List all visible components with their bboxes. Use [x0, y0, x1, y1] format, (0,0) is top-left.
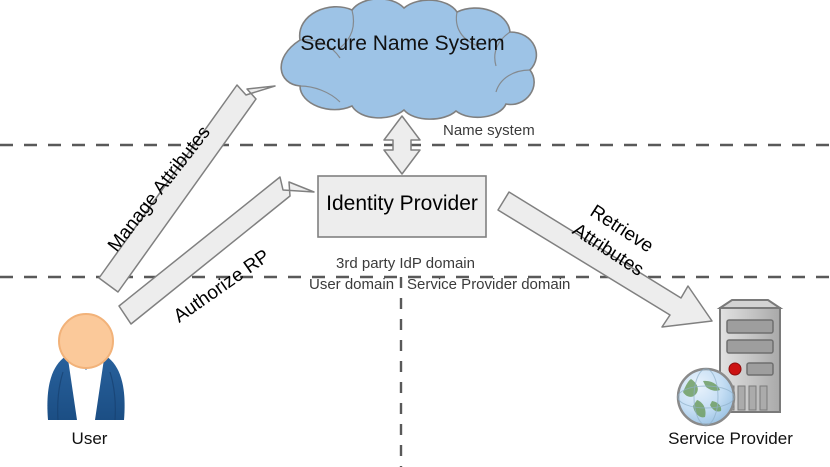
secure-name-system-cloud — [280, 0, 538, 120]
server-bay-2 — [726, 339, 774, 354]
double-arrow-shape — [383, 115, 421, 175]
service-provider-caption: Service Provider — [668, 429, 793, 448]
service-provider-server-icon — [676, 299, 784, 427]
service-provider-domain-label: Service Provider domain — [407, 276, 571, 293]
domain-divider-lines — [0, 143, 830, 467]
user-head-shape — [58, 313, 114, 369]
server-bay-1 — [726, 319, 774, 334]
server-top-shape — [716, 299, 784, 309]
idp-box-shape — [317, 175, 487, 238]
arrow-retrieve-attributes — [497, 191, 713, 328]
globe-icon — [676, 367, 736, 427]
server-bay-3 — [746, 362, 774, 376]
arrow-authorize-rp — [118, 176, 315, 325]
globe-sphere — [676, 367, 736, 427]
third-party-idp-domain-label: 3rd party IdP domain — [336, 255, 475, 272]
manage-attributes-arrow-shape — [98, 84, 276, 293]
arrow-manage-attributes — [98, 84, 276, 293]
arrow-name-system-bidirectional — [383, 115, 421, 175]
authorize-rp-arrow-shape — [118, 176, 315, 325]
identity-provider-box — [317, 175, 487, 238]
name-system-zone-label: Name system — [443, 122, 535, 139]
user-shirt-shape — [68, 355, 104, 420]
server-led-icon — [728, 362, 742, 376]
cloud-shape — [280, 0, 538, 120]
retrieve-attributes-arrow-shape — [497, 191, 713, 328]
cloud-label: Secure Name System — [300, 32, 505, 55]
idp-label: Identity Provider — [326, 192, 478, 215]
user-caption: User — [71, 429, 108, 448]
user-avatar-icon — [47, 313, 125, 421]
user-domain-label: User domain — [309, 276, 395, 293]
